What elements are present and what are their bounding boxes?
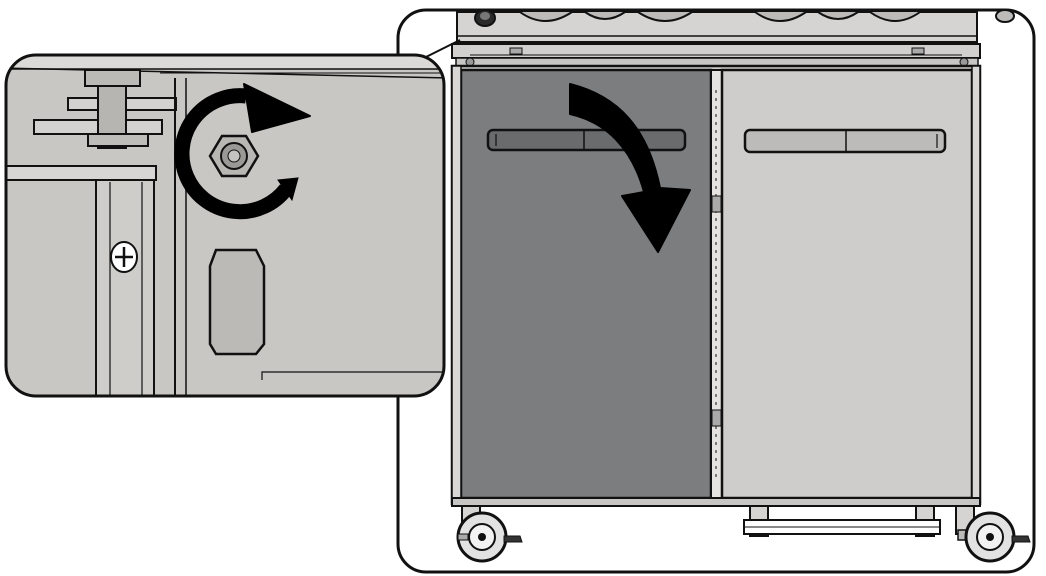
cabinet-right-trim: [971, 65, 981, 505]
left-door: [459, 68, 713, 500]
right-caster-wheel: [957, 511, 1031, 563]
cabinet-bottom-rail: [451, 497, 981, 507]
main-view: [396, 8, 1036, 574]
right-door: [720, 68, 974, 500]
cabinet-top-rail: [451, 43, 981, 67]
grill-top-panel: [456, 9, 1015, 43]
right-door-handle: [743, 128, 947, 154]
knob-icon: [995, 9, 1015, 23]
door-swing-arrow-icon: [569, 83, 691, 253]
side-panel: [6, 165, 157, 396]
hex-bolt-icon: [208, 134, 260, 178]
detail-callout: [4, 53, 446, 398]
knob-icon: [474, 9, 496, 27]
center-divider: [710, 69, 723, 499]
left-caster-wheel: [456, 511, 523, 563]
hinge-bracket: [33, 69, 177, 149]
panel-slot: [208, 248, 266, 356]
cabinet-left-trim: [451, 65, 462, 505]
clockwise-rotation-arrow-icon: [174, 83, 311, 220]
phillips-screw-icon: [110, 241, 138, 273]
detail-callout-frame: [4, 53, 446, 398]
left-door-handle: [486, 128, 687, 152]
